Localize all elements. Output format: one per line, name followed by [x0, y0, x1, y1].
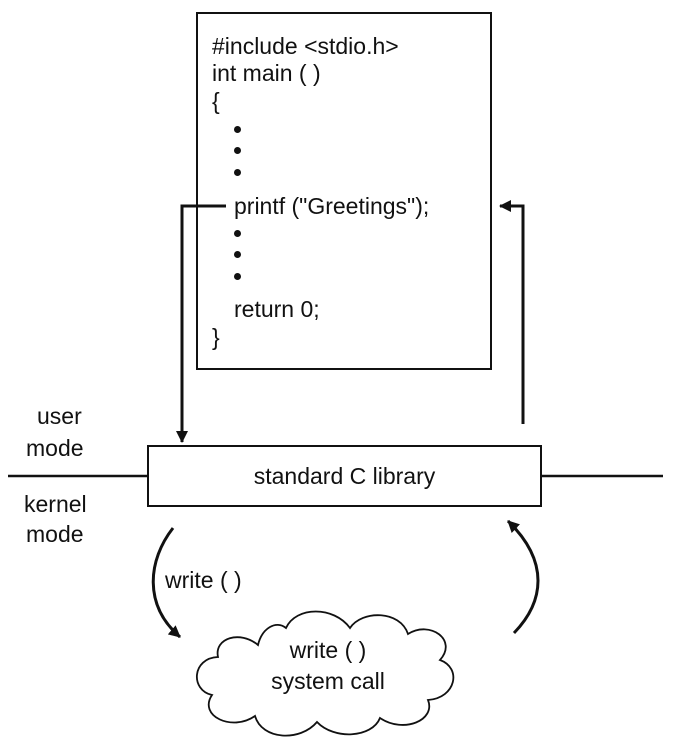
ellipsis-dot — [234, 126, 241, 133]
library-box — [147, 445, 542, 507]
call-arrow — [176, 204, 226, 443]
program-box — [196, 12, 492, 370]
system-call-cloud — [195, 610, 455, 737]
code-printf-line: printf ("Greetings"); — [234, 193, 430, 219]
user-mode-label-line2: mode — [26, 435, 84, 461]
ellipsis-dot — [234, 147, 241, 154]
code-open-brace: { — [212, 88, 220, 114]
system-call-label-line1: write ( ) — [289, 637, 367, 663]
kernel-mode-label-line1: kernel — [24, 491, 87, 517]
ellipsis-dot — [234, 169, 241, 176]
ellipsis-dot — [234, 273, 241, 280]
code-main-line: int main ( ) — [212, 60, 321, 86]
code-close-brace: } — [212, 324, 220, 350]
kernel-mode-label-line2: mode — [26, 521, 84, 547]
user-mode-label-line1: user — [37, 403, 82, 429]
code-return-line: return 0; — [234, 296, 320, 322]
code-include-line: #include <stdio.h> — [212, 33, 399, 59]
write-call-arrow — [151, 527, 181, 639]
system-call-label-line2: system call — [271, 668, 385, 694]
ellipsis-dot — [234, 251, 241, 258]
library-label: standard C library — [253, 463, 436, 489]
write-call-label: write ( ) — [165, 567, 242, 593]
return-arrow — [499, 200, 525, 424]
system-call-return-arrow — [506, 519, 540, 635]
ellipsis-dot — [234, 230, 241, 237]
